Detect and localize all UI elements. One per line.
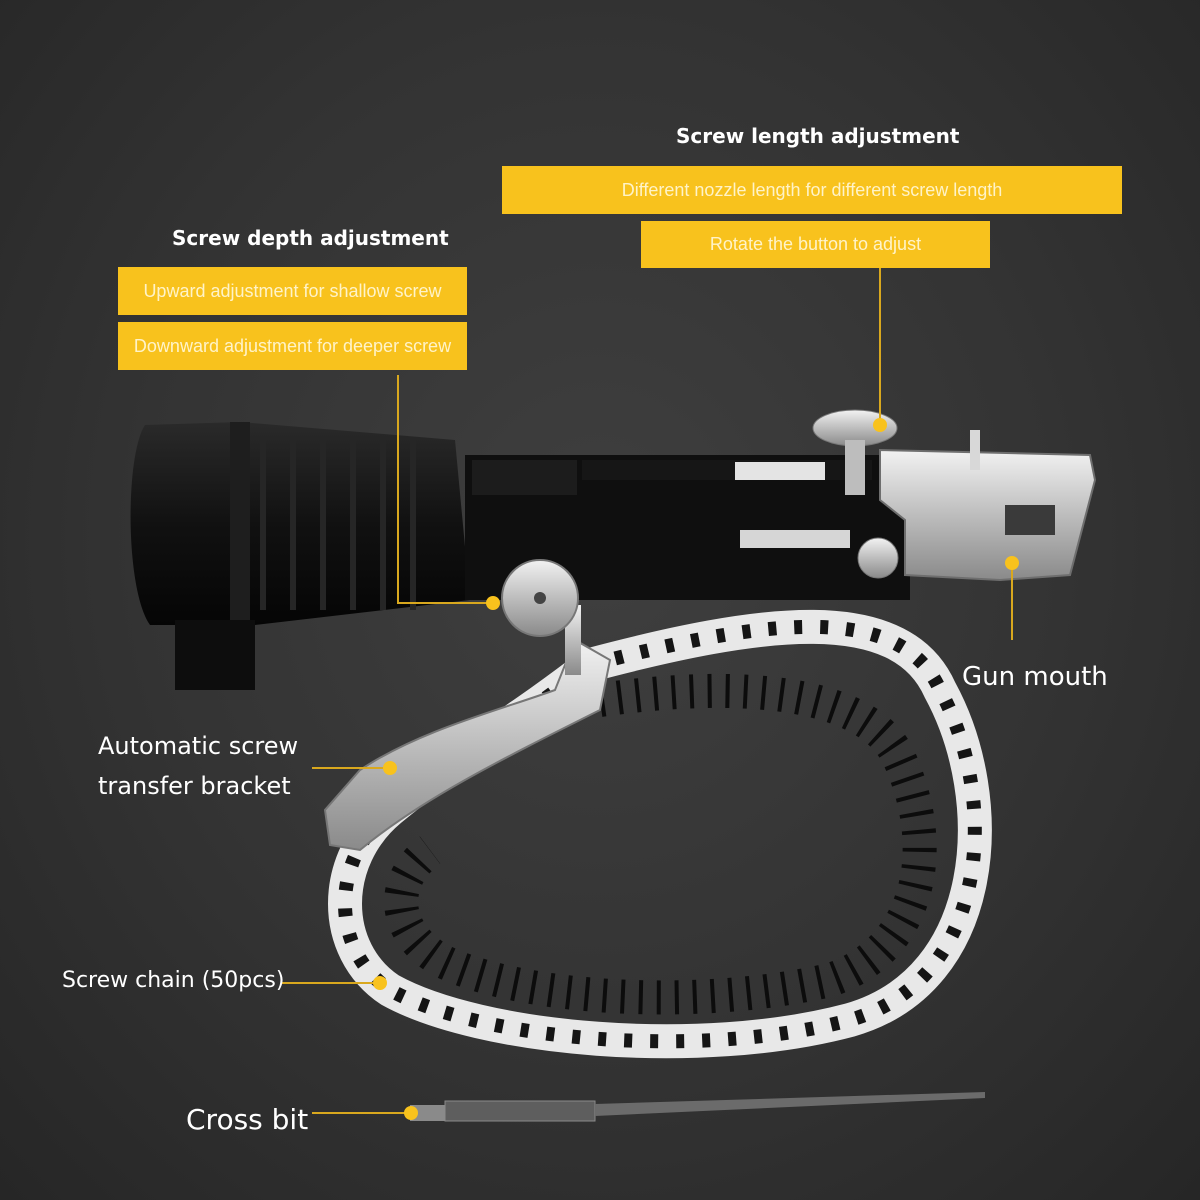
length-adjustment-box-1: Different nozzle length for different sc… — [502, 166, 1122, 214]
depth-adjustment-box-2: Downward adjustment for deeper screw — [118, 322, 467, 370]
callout-lines — [282, 268, 1013, 1114]
silver-nozzle — [879, 430, 1097, 582]
length-adjustment-title: Screw length adjustment — [676, 124, 960, 148]
bracket-label-line2: transfer bracket — [98, 772, 291, 800]
depth-adjustment-title: Screw depth adjustment — [172, 226, 449, 250]
transfer-bracket — [323, 638, 612, 852]
bracket-label-line1: Automatic screw — [98, 732, 299, 760]
screw-chain-belt — [328, 609, 992, 1059]
screw-chain-label: Screw chain (50pcs) — [62, 968, 285, 993]
length-adjust-knob — [812, 409, 898, 495]
cross-bit-label: Cross bit — [186, 1103, 309, 1136]
black-grip-body — [130, 422, 470, 690]
depth-adjust-wheel — [501, 559, 579, 637]
callout-dots — [373, 418, 1019, 1120]
length-adjustment-box-2: Rotate the button to adjust — [641, 221, 990, 268]
gun-mouth-label: Gun mouth — [962, 662, 1108, 692]
cross-bit-image — [410, 1092, 985, 1122]
depth-adjustment-box-1: Upward adjustment for shallow screw — [118, 267, 467, 315]
side-screw — [857, 537, 899, 579]
